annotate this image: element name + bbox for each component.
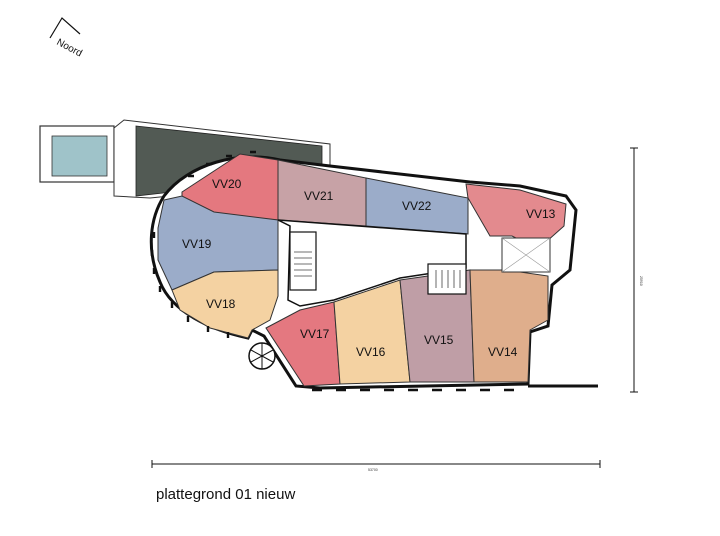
north-arrow: Noord <box>49 17 84 60</box>
label-vv17: VV17 <box>300 327 330 341</box>
label-vv15: VV15 <box>424 333 454 347</box>
plan-caption: plattegrond 01 nieuw <box>156 486 296 503</box>
dimension-vertical: 25910 <box>630 147 643 393</box>
dimension-horizontal-value: 53700 <box>368 468 378 472</box>
label-vv13: VV13 <box>526 207 556 221</box>
label-vv16: VV16 <box>356 345 386 359</box>
pool <box>51 135 108 177</box>
north-label: Noord <box>55 37 84 60</box>
stairwell-west <box>289 231 317 291</box>
facade-ticks <box>150 150 514 392</box>
unit-vv22[interactable] <box>365 177 469 235</box>
corridor <box>277 219 467 307</box>
label-vv22: VV22 <box>402 199 432 213</box>
stairwell-east <box>427 263 467 295</box>
unit-vv18[interactable] <box>171 269 279 339</box>
label-vv14: VV14 <box>488 345 518 359</box>
label-vv18: VV18 <box>206 297 236 311</box>
label-vv21: VV21 <box>304 189 334 203</box>
spiral-stair <box>248 342 276 370</box>
label-vv20: VV20 <box>212 177 242 191</box>
label-vv19: VV19 <box>182 237 212 251</box>
dimension-vertical-value: 25910 <box>639 276 643 286</box>
unit-vv14[interactable] <box>469 269 549 383</box>
dimension-horizontal: 53700 <box>151 460 601 472</box>
